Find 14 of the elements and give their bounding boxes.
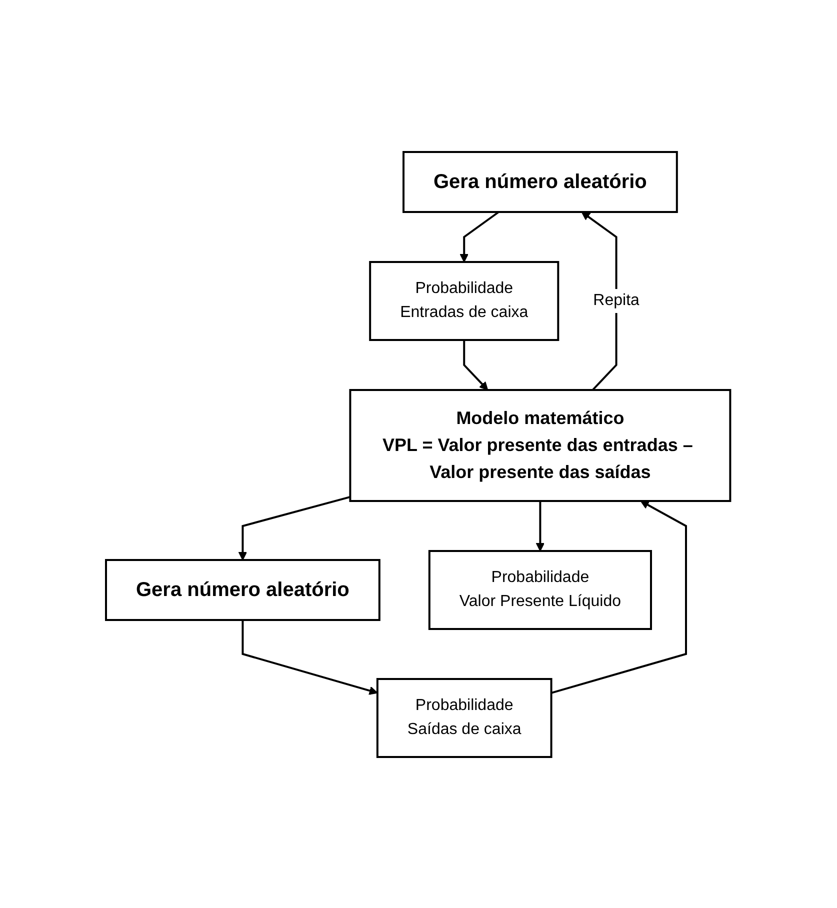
arrow [536, 500, 545, 551]
node-box: Gera número aleatório [402, 150, 678, 212]
node-box: Probabilidade Entradas de caixa [369, 260, 560, 340]
arrow [238, 495, 351, 560]
node-box: Modelo matemático VPL = Valor presente das entradas – Valor presente das saídas [350, 388, 732, 502]
arrow [460, 210, 500, 262]
node-box: Probabilidade Valor Presente Líquido [428, 550, 652, 630]
node-box: Probabilidade Saídas de caixa [376, 678, 553, 758]
node-box: Gera número aleatório [105, 558, 381, 620]
edge-label: Repita [594, 292, 640, 308]
arrow [551, 500, 688, 694]
arrow [242, 620, 378, 694]
arrow [582, 211, 618, 390]
arrow [464, 340, 489, 390]
